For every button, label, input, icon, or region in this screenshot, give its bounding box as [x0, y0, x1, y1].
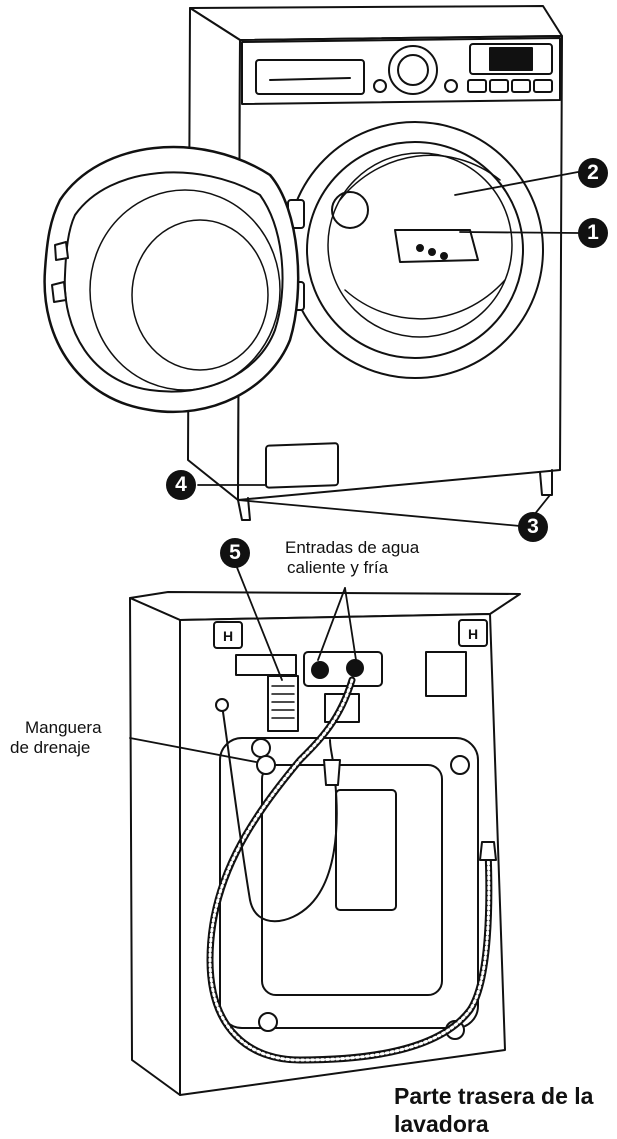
front-leader-lines	[197, 171, 579, 527]
control-display	[469, 43, 553, 75]
drain-hose-label-line1: Manguera	[25, 718, 102, 737]
rear-washer: H H	[129, 591, 521, 1096]
callout-5: 5	[220, 538, 250, 568]
callout-2: 2	[578, 158, 608, 188]
svg-text:H: H	[223, 628, 233, 644]
svg-text:H: H	[468, 626, 478, 642]
open-door	[43, 145, 300, 414]
rear-view-caption: Parte trasera de la lavadora	[394, 1082, 593, 1138]
washer-top	[189, 5, 563, 41]
program-dial	[388, 45, 438, 95]
rear-view-caption-line1: Parte trasera de la	[394, 1083, 594, 1109]
callout-4: 4	[166, 470, 196, 500]
water-inlets-label-line2: caliente y fría	[287, 558, 389, 577]
drum	[327, 152, 513, 338]
water-inlets-label-line1: Entradas de agua	[285, 538, 420, 557]
detergent-drawer	[255, 59, 365, 95]
rear-leader-lines	[129, 564, 357, 763]
drain-hose-label: Manguera de drenaje	[10, 718, 102, 758]
water-inlets-label: Entradas de agua caliente y fría	[285, 538, 419, 578]
drain-hose-label-line2: de drenaje	[10, 738, 91, 757]
callout-1: 1	[578, 218, 608, 248]
filter-access-panel	[265, 442, 339, 489]
rear-view-caption-line2: lavadora	[394, 1111, 489, 1137]
callout-3: 3	[518, 512, 548, 542]
